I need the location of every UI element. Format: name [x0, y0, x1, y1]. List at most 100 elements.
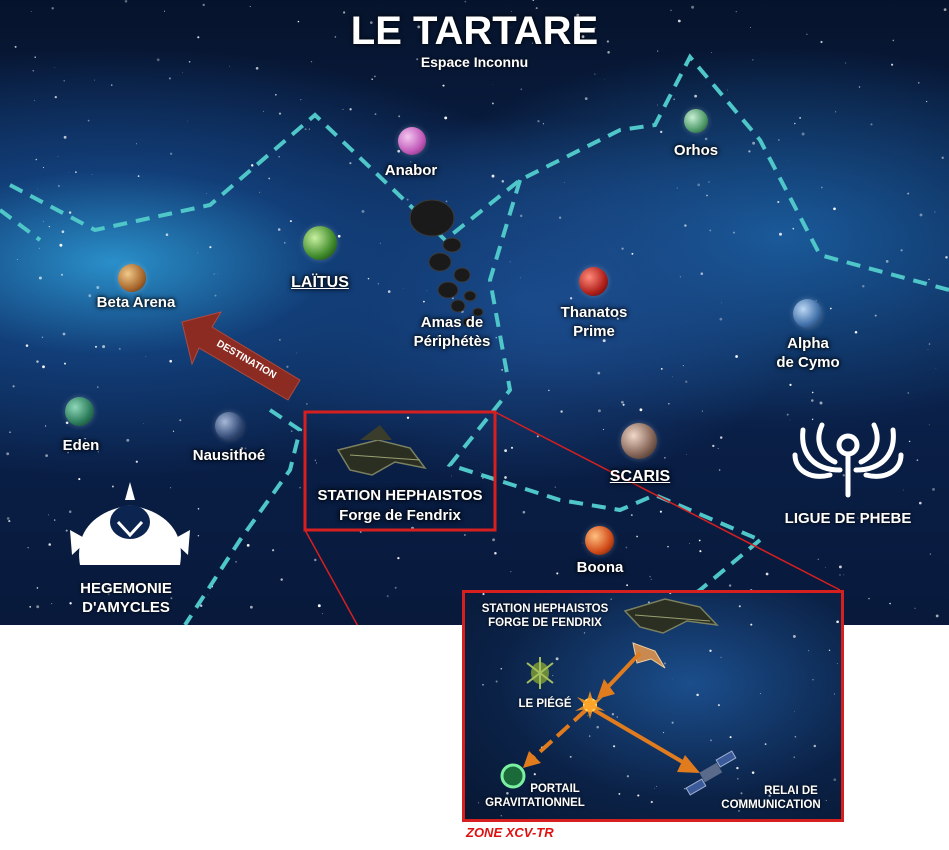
star: [813, 744, 817, 748]
star: [197, 252, 199, 254]
star: [57, 184, 61, 188]
star: [737, 799, 740, 802]
star: [60, 273, 64, 276]
star: [794, 122, 796, 125]
star: [670, 9, 672, 12]
star: [610, 598, 612, 600]
star: [197, 36, 200, 39]
star: [613, 745, 616, 748]
star: [62, 332, 66, 336]
star: [333, 286, 335, 289]
star: [509, 261, 511, 263]
zone-inset-map: STATION HEPHAISTOS FORGE DE FENDRIX LE P…: [462, 590, 844, 822]
star: [495, 337, 497, 339]
star: [68, 171, 69, 173]
star: [386, 595, 389, 598]
star: [631, 252, 634, 255]
star: [349, 108, 352, 111]
star: [169, 359, 172, 363]
star: [188, 60, 191, 63]
star: [902, 489, 904, 491]
star: [811, 418, 814, 421]
amas-label-line2: Périphétès: [413, 333, 491, 350]
star: [317, 604, 321, 608]
star: [792, 227, 795, 230]
star: [673, 98, 675, 100]
planet-scaris-icon[interactable]: [621, 423, 657, 459]
star: [669, 593, 672, 595]
star: [919, 213, 923, 217]
star: [54, 519, 56, 521]
star: [42, 166, 45, 169]
star: [69, 602, 72, 605]
star: [57, 156, 59, 157]
planet-eden-icon[interactable]: [65, 397, 94, 426]
star: [626, 775, 630, 778]
star: [45, 425, 47, 427]
star: [706, 194, 708, 197]
star: [654, 787, 655, 789]
star: [38, 247, 41, 250]
star: [621, 400, 624, 404]
star: [928, 343, 931, 345]
star: [286, 365, 289, 368]
star: [369, 21, 373, 24]
star: [87, 119, 90, 122]
border-central: [446, 179, 761, 542]
planet-orhos-icon[interactable]: [684, 109, 708, 133]
planet-boona-icon[interactable]: [585, 526, 614, 555]
star: [794, 735, 797, 738]
star: [671, 678, 673, 680]
territory-scaris-label: SCARIS: [609, 468, 671, 485]
ligue-de-phebe-label: LIGUE DE PHEBE: [784, 510, 912, 527]
ligue-de-phebe-emblem: [792, 422, 904, 498]
star: [209, 246, 212, 249]
star: [935, 614, 939, 618]
star: [249, 6, 251, 7]
planet-alpha-de-cymo-icon[interactable]: [793, 299, 822, 328]
star: [464, 0, 467, 3]
star: [510, 446, 514, 449]
star: [663, 732, 665, 734]
star: [581, 35, 585, 39]
planet-nausithoe-icon[interactable]: [215, 412, 243, 440]
star: [820, 186, 823, 189]
star: [235, 560, 238, 563]
star: [299, 486, 301, 489]
star: [170, 597, 173, 600]
star: [765, 572, 769, 576]
star: [704, 137, 708, 141]
star: [836, 663, 838, 665]
star: [676, 187, 678, 189]
star: [34, 56, 36, 58]
alpha-label-line2: de Cymo: [776, 354, 840, 371]
border-north-east: [418, 53, 949, 292]
star: [520, 277, 521, 279]
star: [682, 365, 684, 367]
star: [801, 132, 805, 136]
star: [501, 180, 505, 183]
star: [806, 33, 808, 36]
star: [712, 444, 715, 448]
star: [596, 725, 599, 729]
inset-station-icon: [623, 598, 719, 634]
star: [111, 485, 114, 488]
star: [342, 108, 344, 111]
star: [494, 551, 497, 555]
star: [389, 509, 390, 511]
planet-anabor-icon[interactable]: [398, 127, 426, 155]
star: [206, 193, 208, 194]
star: [88, 294, 92, 298]
star: [263, 110, 265, 112]
star: [686, 454, 687, 455]
planet-beta-arena-icon[interactable]: [118, 264, 146, 292]
star: [522, 510, 526, 514]
planet-thanatos-prime-icon[interactable]: [579, 267, 608, 296]
star: [845, 62, 847, 64]
planet-laitus-icon[interactable]: [303, 226, 337, 260]
star: [721, 302, 723, 304]
map-subtitle: Espace Inconnu: [420, 54, 529, 70]
star: [657, 104, 658, 106]
star: [437, 335, 440, 338]
star: [650, 578, 652, 580]
